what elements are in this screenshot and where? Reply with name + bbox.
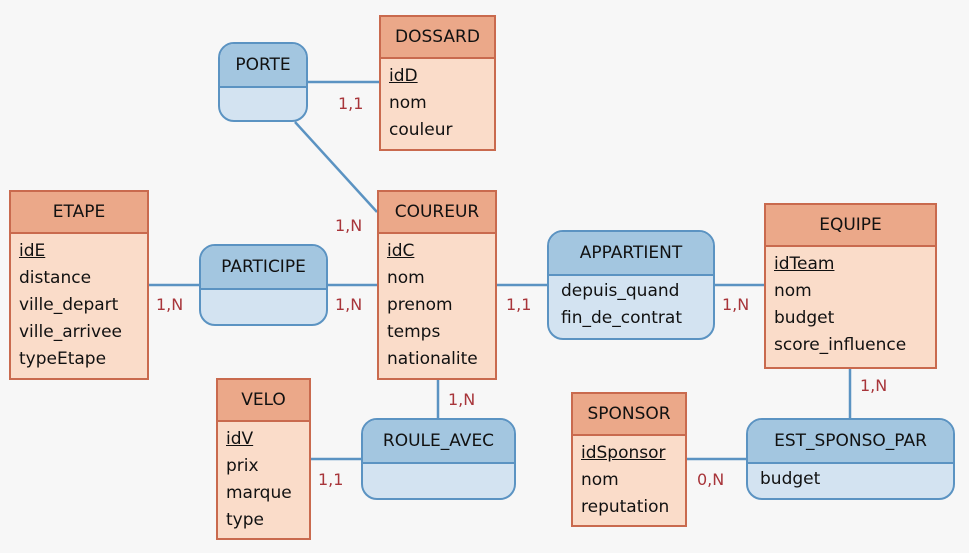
cardinality-participe-coureur: 1,N [335,295,363,314]
entity-equipe-attr: budget [774,308,835,328]
entity-velo-attr: type [226,510,264,530]
entity-equipe[interactable]: EQUIPE idTeam nom budget score_influence [764,203,937,369]
entity-coureur-key: idC [387,241,415,261]
entity-velo-title: VELO [218,380,309,422]
entity-coureur-attr: temps [387,322,441,342]
entity-etape-attr: ville_arrivee [19,322,122,342]
entity-etape-title: ETAPE [11,192,147,234]
cardinality-porte-coureur: 1,N [335,216,363,235]
entity-dossard-title: DOSSARD [381,17,494,59]
cardinality-appartient-coureur: 1,1 [506,295,532,314]
entity-etape-attr: ville_depart [19,295,119,315]
assoc-roule-avec[interactable]: ROULE_AVEC [361,418,516,500]
link-porte-coureur [294,121,378,213]
entity-sponsor-title: SPONSOR [573,394,685,436]
entity-equipe-attr: nom [774,281,812,301]
cardinality-participe-etape: 1,N [156,295,184,314]
entity-coureur-title: COUREUR [379,192,495,234]
entity-dossard[interactable]: DOSSARD idD nom couleur [379,15,496,151]
entity-coureur-attr: nationalite [387,349,478,369]
assoc-porte-title: PORTE [220,44,306,88]
entity-coureur-attr: nom [387,268,425,288]
assoc-appartient-attr: fin_de_contrat [561,308,682,328]
entity-dossard-key: idD [389,66,418,86]
cardinality-roule-avec-coureur: 1,N [448,390,476,409]
assoc-appartient[interactable]: APPARTIENT depuis_quand fin_de_contrat [547,230,715,340]
assoc-est-sponso-par[interactable]: EST_SPONSO_PAR budget [746,418,955,500]
entity-sponsor[interactable]: SPONSOR idSponsor nom reputation [571,392,687,527]
entity-etape-key: idE [19,241,46,261]
cardinality-roule-avec-velo: 1,1 [318,470,344,489]
entity-coureur-attr: prenom [387,295,453,315]
cardinality-sponso-equipe: 1,N [860,376,888,395]
assoc-est-sponso-par-attr: budget [760,469,821,489]
entity-dossard-attr: nom [389,93,427,113]
entity-etape-attr: typeEtape [19,349,107,369]
entity-etape-attr: distance [19,268,92,288]
assoc-appartient-attr: depuis_quand [561,281,680,301]
assoc-appartient-title: APPARTIENT [549,232,713,276]
assoc-participe-title: PARTICIPE [201,246,326,290]
entity-coureur[interactable]: COUREUR idC nom prenom temps nationalite [377,190,497,380]
entity-velo-attr: prix [226,456,259,476]
entity-sponsor-attr: reputation [581,497,670,517]
entity-etape[interactable]: ETAPE idE distance ville_depart ville_ar… [9,190,149,380]
assoc-porte[interactable]: PORTE [218,42,308,122]
entity-dossard-attr: couleur [389,120,453,140]
entity-velo-attr: marque [226,483,292,503]
cardinality-appartient-equipe: 1,N [722,295,750,314]
entity-sponsor-key: idSponsor [581,443,666,463]
cardinality-sponso-sponsor: 0,N [697,470,725,489]
assoc-est-sponso-par-title: EST_SPONSO_PAR [748,420,953,464]
entity-velo-key: idV [226,429,254,449]
entity-equipe-attr: score_influence [774,335,907,355]
entity-sponsor-attr: nom [581,470,619,490]
entity-equipe-key: idTeam [774,254,835,274]
assoc-roule-avec-title: ROULE_AVEC [363,420,514,464]
cardinality-porte-dossard: 1,1 [338,94,364,113]
entity-velo[interactable]: VELO idV prix marque type [216,378,311,540]
assoc-participe[interactable]: PARTICIPE [199,244,328,326]
entity-equipe-title: EQUIPE [766,205,935,247]
